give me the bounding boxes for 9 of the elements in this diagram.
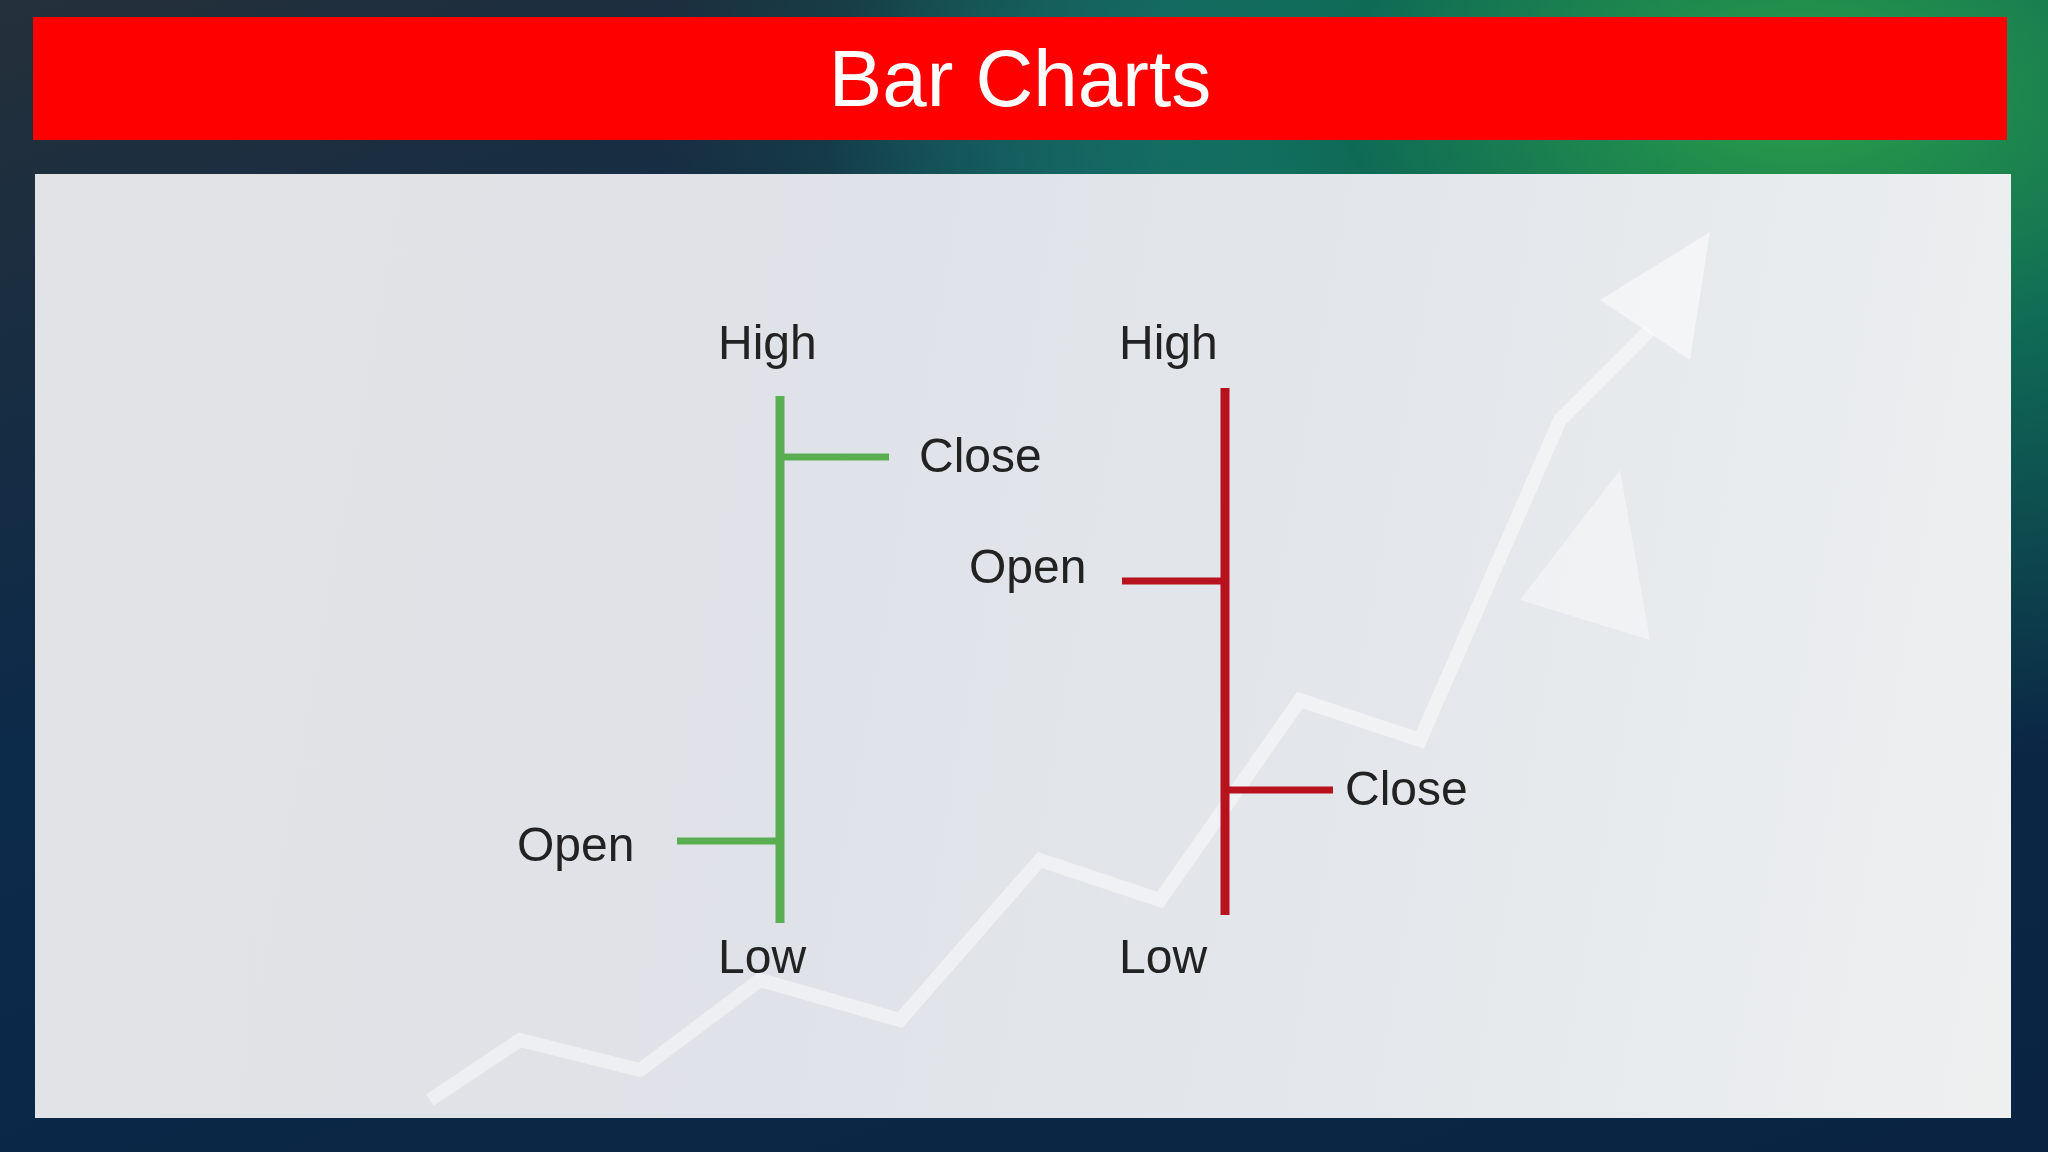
price-label: High	[718, 316, 817, 370]
price-label: Open	[969, 540, 1087, 594]
price-label: Close	[919, 429, 1042, 483]
slide-title: Bar Charts	[828, 32, 1212, 125]
price-label: High	[1119, 316, 1218, 370]
price-label: Close	[1345, 762, 1468, 816]
price-label: Low	[718, 930, 807, 984]
price-label: Low	[1119, 930, 1208, 984]
price-label: Open	[517, 818, 635, 872]
